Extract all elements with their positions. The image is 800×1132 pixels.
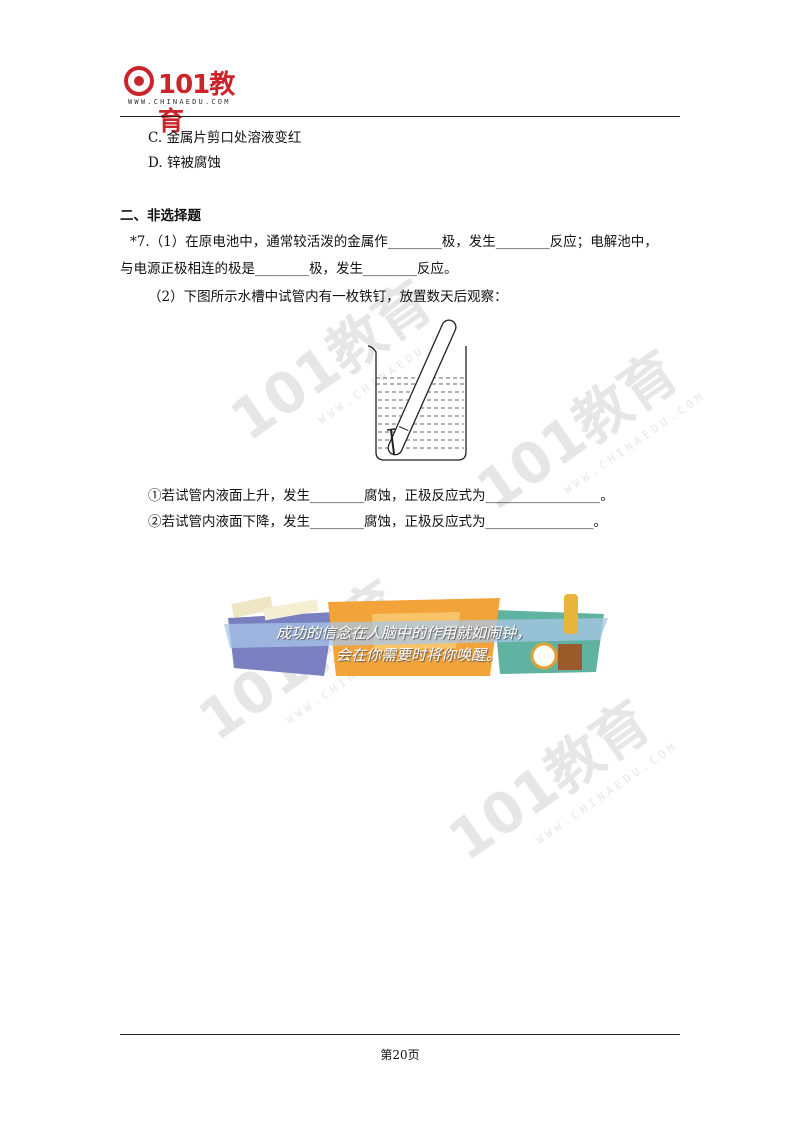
section-title: 二、非选择题 (120, 208, 201, 224)
banner-line-1: 成功的信念在人脑中的作用就如闹钟， (276, 624, 532, 642)
beaker-diagram (367, 319, 467, 461)
option-text: 金属片剪口处溶液变红 (166, 130, 302, 146)
option-text: 锌被腐蚀 (166, 155, 221, 171)
banner-graphic (224, 594, 608, 676)
question-line-2: 与电源正极相连的极是________极，发生________反应。 (120, 261, 458, 277)
question-line-1: *7.（1）在原电池中，通常较活泼的金属作________极，发生_______… (130, 234, 658, 250)
watermark-text: 101教育 (437, 689, 663, 874)
option-c: C. 金属片剪口处溶液变红 (148, 128, 301, 148)
footer-rule (120, 1034, 680, 1035)
subquestion-2: ②若试管内液面下降，发生________腐蚀，正极反应式为___________… (148, 514, 607, 530)
brand-logo: 101教育 WWW.CHINAEDU.COM (124, 64, 254, 137)
logo-text: 101教育 (158, 70, 235, 137)
option-d: D. 锌被腐蚀 (148, 153, 221, 173)
banner-line-2: 会在你需要时将你唤醒。 (336, 646, 502, 664)
page-number: 第20页 (380, 1048, 420, 1062)
subquestion-1: ①若试管内液面上升，发生________腐蚀，正极反应式为___________… (148, 488, 614, 504)
option-letter: C. (148, 130, 163, 146)
motivational-banner: 成功的信念在人脑中的作用就如闹钟， 会在你需要时将你唤醒。 (224, 588, 608, 676)
watermark-url: WWW.CHINAEDU.COM (533, 738, 681, 847)
logo-url: WWW.CHINAEDU.COM (128, 98, 231, 106)
header-rule (120, 116, 680, 117)
watermark-url: WWW.CHINAEDU.COM (561, 388, 709, 497)
question-line-3: （2）下图所示水槽中试管内有一枚铁钉，放置数天后观察： (148, 289, 508, 305)
logo-mark-icon (124, 66, 154, 96)
option-letter: D. (148, 155, 163, 171)
watermark: 101教育 WWW.CHINAEDU.COM (430, 672, 680, 887)
